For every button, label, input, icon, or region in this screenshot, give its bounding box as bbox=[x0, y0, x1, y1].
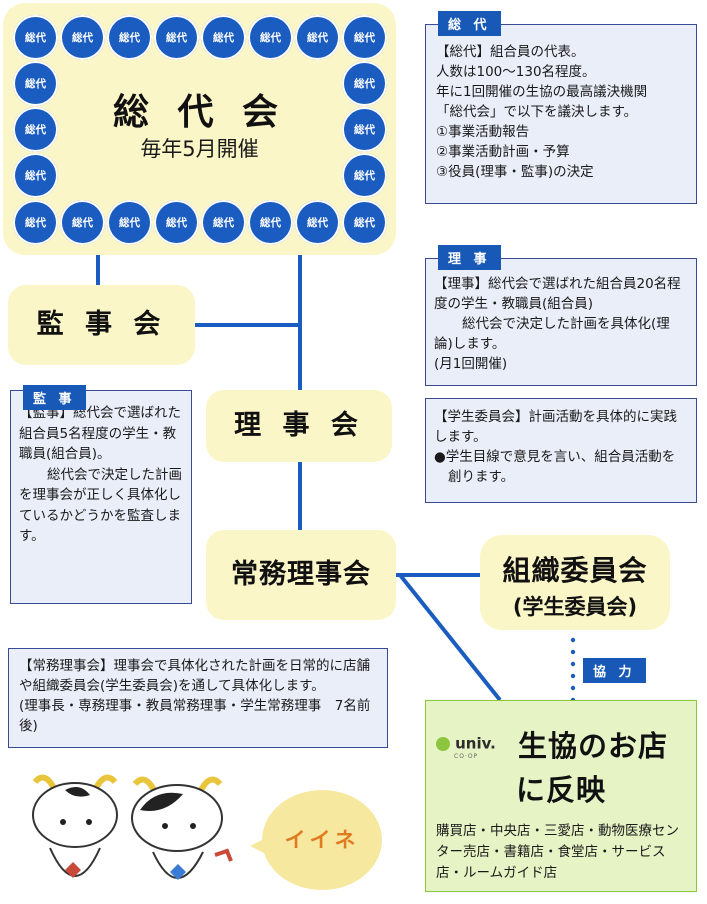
soudai-badge: 総代 bbox=[60, 15, 105, 60]
shop-title-2: に反映 bbox=[515, 773, 606, 807]
speech-text: イイネ bbox=[284, 828, 360, 852]
text-line: ③役員(理事・監事)の決定 bbox=[436, 164, 594, 180]
kanji-info-box: 監 事 【監事】総代会で選ばれた組合員5名程度の学生・教職員(組合員)。 総代会… bbox=[10, 385, 192, 604]
soudai-badge: 総代 bbox=[342, 153, 387, 198]
soudai-badge: 総代 bbox=[13, 153, 58, 198]
logo-text: univ. bbox=[455, 734, 496, 753]
speech-bubble: イイネ bbox=[262, 790, 382, 890]
soshiki-node: 組織委員会 (学生委員会) bbox=[480, 535, 670, 630]
univ-coop-logo: univ. CO·OP bbox=[436, 733, 516, 760]
soudai-badge: 総代 bbox=[248, 15, 293, 60]
kanji-text: 【監事】総代会で選ばれた組合員5名程度の学生・教職員(組合員)。 総代会で決定し… bbox=[11, 391, 191, 547]
soudai-badge: 総代 bbox=[60, 200, 105, 245]
soudai-info-box: 総 代 【総代】組合員の代表。 人数は100〜130名程度。 年に1回開催の生協… bbox=[425, 11, 697, 204]
soudai-badge: 総代 bbox=[107, 15, 152, 60]
riji-info-box: 理 事 【理事】総代会で選ばれた組合員20名程度の学生・教職員(組合員) 総代会… bbox=[425, 245, 697, 386]
mascot-right bbox=[131, 776, 233, 880]
soudaikai-title: 総 代 会 bbox=[112, 92, 287, 133]
rijikai-title: 理 事 会 bbox=[234, 410, 364, 441]
text-line: 人数は100〜130名程度。 bbox=[436, 64, 596, 80]
text-line: 【理事】総代会で選ばれた組合員20名程度の学生・教職員(組合員) bbox=[434, 276, 681, 312]
text-line: ②事業活動計画・予算 bbox=[436, 144, 570, 160]
mascot-left bbox=[32, 774, 118, 878]
soudai-badge: 総代 bbox=[201, 15, 246, 60]
soudai-badge: 総代 bbox=[201, 200, 246, 245]
text-line: 【学生委員会】計画活動を具体的に実践します。 bbox=[434, 409, 677, 445]
soudai-text: 【総代】組合員の代表。 人数は100〜130名程度。 年に1回開催の生協の最高議… bbox=[426, 25, 696, 182]
soudaikai-subtitle: 毎年5月開催 bbox=[140, 137, 259, 161]
logo-mark-icon bbox=[436, 736, 450, 751]
soshiki-sub: (学生委員会) bbox=[512, 595, 638, 619]
soudai-badge: 総代 bbox=[342, 107, 387, 152]
soudai-badge: 総代 bbox=[154, 200, 199, 245]
riji-text: 【理事】総代会で選ばれた組合員20名程度の学生・教職員(組合員) 総代会で決定し… bbox=[426, 259, 696, 374]
text-line: 総代会で決定した計画を理事会が正しく具体化しているかどうかを監査します。 bbox=[19, 466, 182, 545]
text-line: ●学生目線で意見を言い、組合員活動を創ります。 bbox=[434, 449, 676, 485]
soshiki-title: 組織委員会 bbox=[502, 554, 648, 587]
text-line: 【総代】組合員の代表。 bbox=[436, 44, 585, 60]
joumu-node: 常務理事会 bbox=[206, 530, 396, 620]
text-line: 総代会で決定した計画を具体化(理論)します。 bbox=[434, 316, 670, 352]
text-line: 年に1回開催の生協の最高議決機関 bbox=[436, 84, 648, 100]
joumu-text: 【常務理事会】理事会で具体化された計画を日常的に店舗や組織委員会(学生委員会)を… bbox=[9, 649, 387, 736]
text-line: ①事業活動報告 bbox=[436, 124, 530, 140]
speech-tail bbox=[250, 838, 266, 854]
soudai-badge: 総代 bbox=[342, 200, 387, 245]
kyouryoku-tag: 協 力 bbox=[583, 658, 646, 683]
mascot-illustration bbox=[32, 774, 233, 880]
shop-title-1: 生協のお店 bbox=[518, 729, 669, 763]
soudai-badge: 総代 bbox=[342, 61, 387, 106]
riji-tag: 理 事 bbox=[438, 245, 501, 270]
soudai-badge: 総代 bbox=[342, 15, 387, 60]
soudai-badge: 総代 bbox=[13, 107, 58, 152]
soudai-tag: 総 代 bbox=[438, 11, 501, 36]
soudai-badge: 総代 bbox=[248, 200, 293, 245]
soudai-badge: 総代 bbox=[295, 200, 340, 245]
kanji-tag: 監 事 bbox=[23, 385, 86, 410]
text-line: 「総代会」で以下を議決します。 bbox=[436, 104, 638, 120]
kanjikai-node: 監 事 会 bbox=[8, 285, 195, 365]
soudai-badge: 総代 bbox=[13, 61, 58, 106]
logo-sub: CO·OP bbox=[454, 752, 479, 760]
joumu-title: 常務理事会 bbox=[231, 559, 371, 590]
kanjikai-title: 監 事 会 bbox=[36, 309, 167, 340]
shop-desc: 購買店・中央店・三愛店・動物医療センター売店・書籍店・食堂店・サービス店・ルーム… bbox=[436, 823, 679, 881]
soudai-badge: 総代 bbox=[13, 200, 58, 245]
student-committee-box: 【学生委員会】計画活動を具体的に実践します。 ●学生目線で意見を言い、組合員活動… bbox=[425, 398, 697, 503]
coop-shop-box: univ. CO·OP 生協のお店 に反映 購買店・中央店・三愛店・動物医療セン… bbox=[425, 700, 697, 892]
soudai-badge: 総代 bbox=[295, 15, 340, 60]
soudaikai-panel: 総代総代総代総代総代総代総代総代総代総代総代総代総代総代総代総代総代総代総代総代… bbox=[3, 3, 396, 255]
soudai-badge: 総代 bbox=[13, 15, 58, 60]
joumu-info-box: 【常務理事会】理事会で具体化された計画を日常的に店舗や組織委員会(学生委員会)を… bbox=[8, 648, 388, 748]
text-line: 【監事】総代会で選ばれた組合員5名程度の学生・教職員(組合員)。 bbox=[19, 405, 181, 462]
text-line: (理事長・専務理事・教員常務理事・学生常務理事 7名前後) bbox=[19, 698, 371, 734]
rijikai-node: 理 事 会 bbox=[206, 390, 392, 462]
soudai-badge: 総代 bbox=[107, 200, 152, 245]
text-line: (月1回開催) bbox=[434, 356, 508, 372]
text-line: 【常務理事会】理事会で具体化された計画を日常的に店舗や組織委員会(学生委員会)を… bbox=[19, 658, 370, 694]
student-text: 【学生委員会】計画活動を具体的に実践します。 ●学生目線で意見を言い、組合員活動… bbox=[426, 399, 696, 487]
soudai-badge: 総代 bbox=[154, 15, 199, 60]
